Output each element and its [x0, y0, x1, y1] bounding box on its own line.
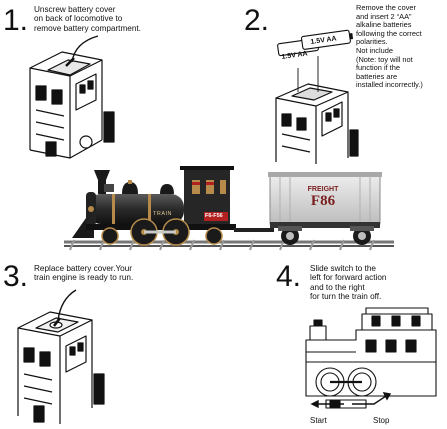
step-4-line-3: and to the right [310, 282, 365, 292]
step-4-text: Slide switch to the left for forward act… [310, 264, 386, 302]
step-4-line-2: left for forward action [310, 273, 387, 283]
track [64, 239, 394, 251]
battery-right [300, 29, 354, 50]
switch-stop-label: Stop [373, 416, 390, 425]
step-1-number: 1. [3, 4, 29, 37]
step-2-line-10: installed incorrectly.) [356, 80, 423, 90]
step-1-line-3: remove battery compartment. [34, 23, 141, 33]
step-3-number: 3. [3, 260, 29, 293]
step-2-line-3: alkaline batteries [356, 20, 412, 30]
step-2-line-9: batteries are [356, 71, 398, 81]
step-4-line-1: Slide switch to the [310, 264, 376, 273]
step-2-illustration [275, 56, 359, 164]
car-number-text: F86 [310, 193, 336, 209]
step-2-line-1: Remove the cover [356, 3, 416, 12]
step-2-line-5: polarities. [356, 37, 388, 47]
step-4-number: 4. [276, 260, 302, 293]
step-2-line-4: following the correct [356, 28, 422, 38]
step-2-line-6: Not include [356, 45, 393, 55]
step-1-line-2: on back of locomotive to [34, 14, 123, 24]
step-1-line-1: Unscrew battery cover [34, 5, 116, 14]
engine-number-text: F6-F56 [205, 213, 223, 219]
step-3-line-2: train engine is ready to run. [34, 273, 134, 283]
step-2-line-2: and insert 2 “AA” [356, 11, 412, 21]
step-3-illustration [17, 289, 105, 424]
step-1-text: Unscrew battery cover on back of locomot… [34, 5, 141, 33]
step-1-illustration [29, 35, 115, 159]
train-photo [64, 166, 394, 251]
locomotive [72, 166, 274, 246]
step-3-text: Replace battery cover.Your train engine … [34, 264, 133, 283]
switch-start-label: Start [310, 416, 327, 425]
step-4-line-4: for turn the train off. [310, 292, 382, 302]
step-3-line-1: Replace battery cover.Your [34, 264, 133, 273]
step-2-text: Remove the cover and insert 2 “AA” alkal… [356, 3, 423, 90]
freight-car [268, 172, 382, 245]
step-2-number: 2. [244, 4, 270, 37]
car-label-text: FREIGHT [307, 186, 339, 193]
step-4-illustration [305, 307, 437, 409]
step-2-line-7: (Note: toy will not [356, 54, 413, 64]
step-2-line-8: function if the [356, 63, 400, 73]
engine-plate-text: TRAIN [153, 211, 172, 217]
